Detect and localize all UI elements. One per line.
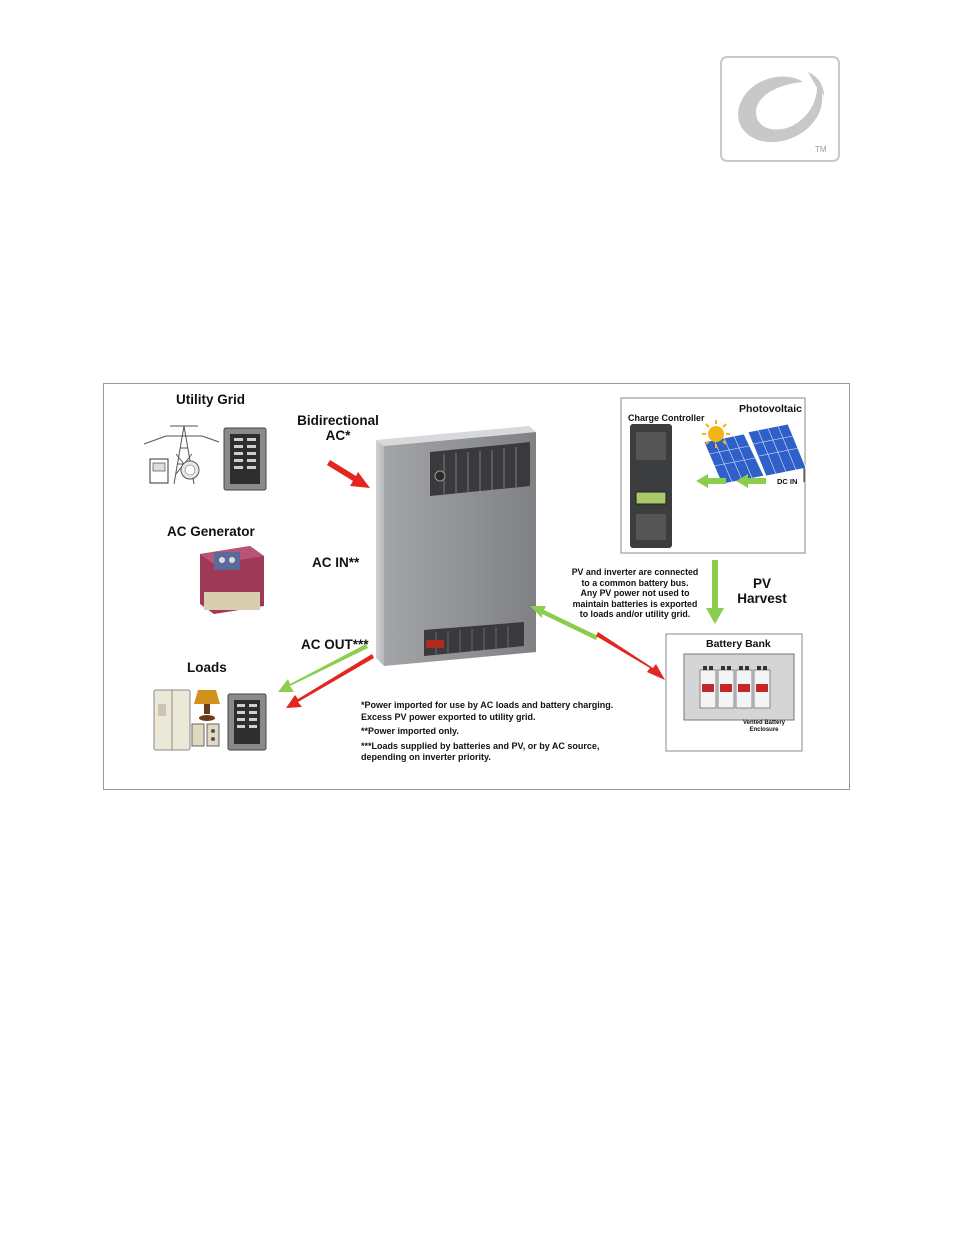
bidirectional-red-arrow-icon [327,460,370,488]
svg-text:TM: TM [815,145,827,154]
ac-out-label: AC OUT*** [301,637,369,652]
breaker-panel-icon [223,427,267,491]
pv-note: PV and inverter are connected to a commo… [550,567,720,620]
pv-note-line: to loads and/or utility grid. [579,609,691,620]
footnote-line: **Power imported only. [361,726,459,736]
bidirectional-line-1: Bidirectional [297,413,379,428]
footnote-line: depending on inverter priority. [361,752,491,762]
loads-label: Loads [187,660,227,675]
company-logo: TM [720,56,840,162]
pv-note-line: to a common battery bus. [581,577,689,588]
pv-harvest-line-2: Harvest [737,591,787,606]
ac-in-label: AC IN** [312,555,360,570]
lamp-icon [194,690,220,721]
diagram-graphics [143,397,807,752]
footnote-line: Excess PV power exported to utility grid… [361,711,536,722]
dc-in-arrow-icon [696,474,766,488]
footnote-line: *Power imported for use by AC loads and … [361,700,614,710]
loads-breaker-panel-icon [227,693,267,751]
solar-panel-icon [703,423,807,485]
battery-bank-label: Battery Bank [706,638,771,650]
vented-battery-label: Vented Battery Enclosure [736,720,792,734]
battery-red-arrow-icon [596,632,665,680]
pv-harvest-line-1: PV [752,576,771,591]
sun-icon [702,420,730,448]
logo-ring-icon: TM [720,56,840,162]
pv-note-line: maintain batteries is exported [572,598,698,609]
footnote-line: ***Loads supplied by batteries and PV, o… [361,740,600,751]
pv-note-line: Any PV power not used to [580,588,690,599]
pv-harvest-label: PV Harvest [732,576,792,606]
refrigerator-icon [153,689,191,751]
utility-grid-label: Utility Grid [176,392,246,407]
photovoltaic-label: Photovoltaic [739,403,803,415]
battery-enclosure-icon [683,653,795,721]
ac-generator-label: AC Generator [167,524,255,539]
loads-green-arrow-icon [278,644,368,692]
loads-red-arrow-icon [286,654,374,708]
charge-controller-label: Charge Controller [628,413,705,423]
charge-controller-icon [630,424,672,548]
vented-battery-line-1: Vented Battery [742,720,785,726]
inverter-icon [376,426,536,666]
pv-harvest-arrow-icon [706,560,724,624]
dc-in-label: DC IN [777,477,798,486]
system-diagram: Utility Grid AC Generator Loads Bidirect… [103,383,850,790]
generator-icon [200,546,264,614]
footnotes: *Power imported for use by AC loads and … [361,700,651,764]
bidirectional-label: Bidirectional AC* [294,413,382,443]
outlet-icon [191,723,220,747]
bidirectional-line-2: AC* [325,428,351,443]
pv-note-line: PV and inverter are connected [571,567,699,577]
battery-green-arrow-icon [530,606,598,640]
electric-meter-icon [149,458,200,484]
vented-battery-line-2: Enclosure [749,727,779,733]
